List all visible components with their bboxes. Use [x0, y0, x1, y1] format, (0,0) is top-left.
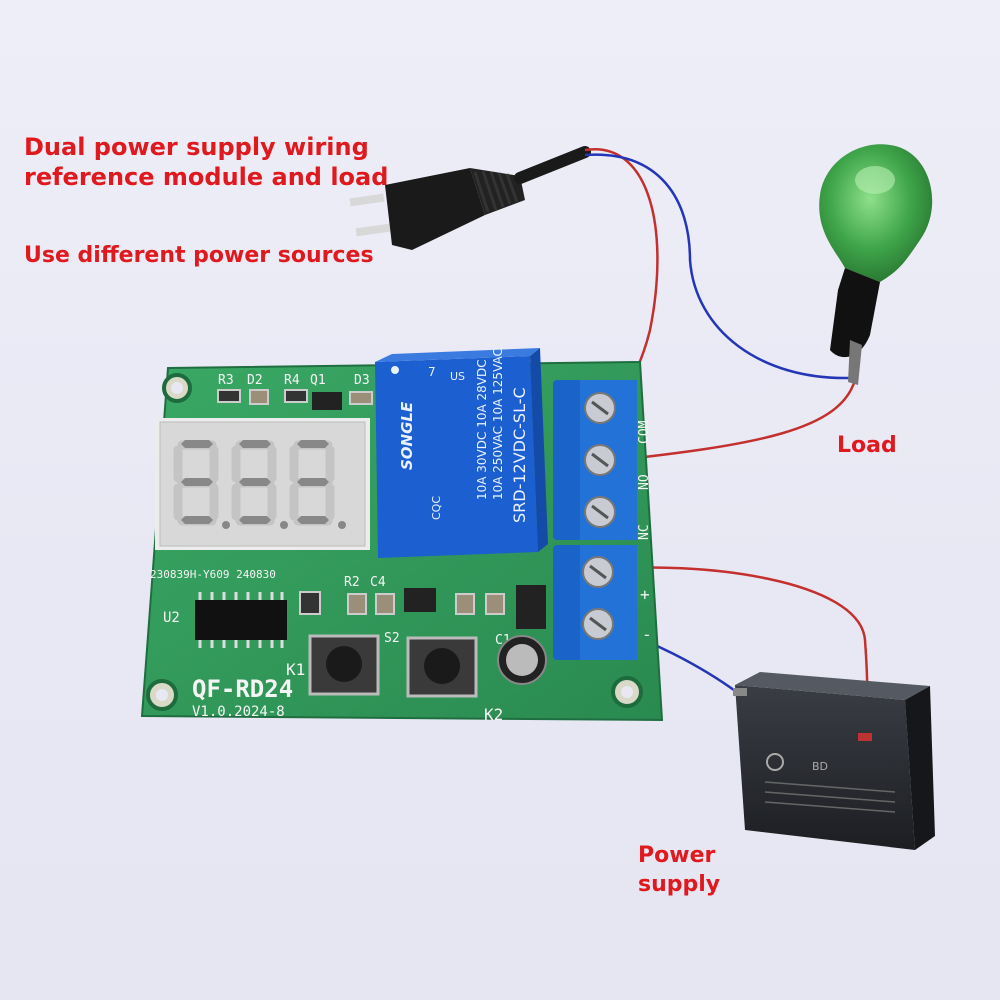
svg-text:R3: R3: [218, 373, 234, 388]
battery-label: BD: [812, 760, 828, 773]
terminal-label-plus: +: [640, 585, 650, 604]
load-label: Load: [837, 433, 897, 458]
relay-rating-2: 10A 30VDC 10A 28VDC: [475, 359, 489, 500]
terminal-label-minus: -: [642, 625, 652, 644]
diagram-title: Dual power supply wiring reference modul…: [24, 133, 389, 191]
board-version: V1.0.2024-8: [192, 704, 285, 720]
svg-text:D3: D3: [354, 373, 370, 388]
relay-brand: SONGLE: [398, 401, 416, 470]
songle-relay: 10A 250VAC 10A 125VAC 10A 30VDC 10A 28VD…: [375, 348, 548, 558]
svg-text:U2: U2: [163, 610, 180, 626]
relay-rating-1: 10A 250VAC 10A 125VAC: [491, 348, 505, 500]
svg-text:R2: R2: [344, 575, 360, 590]
light-bulb: [819, 144, 933, 385]
button-k1: [308, 634, 380, 696]
power-terminal-block: + -: [553, 545, 652, 660]
svg-text:K2: K2: [484, 705, 503, 724]
button-k2: [406, 636, 478, 698]
power-supply-label: Power supply: [638, 843, 721, 897]
terminal-label-com: COM: [637, 420, 652, 444]
svg-text:D2: D2: [247, 373, 263, 388]
board-model: QF-RD24: [192, 675, 293, 703]
battery: BD: [733, 672, 935, 850]
relay-model: SRD-12VDC-SL-C: [510, 387, 529, 523]
svg-text:C4: C4: [370, 575, 386, 590]
ac-plug: [349, 146, 591, 250]
svg-text:Q1: Q1: [310, 373, 326, 388]
power-source-note: Use different power sources: [24, 243, 374, 268]
board-serial: 230839H-Y609 240830: [150, 568, 276, 581]
svg-text:R4: R4: [284, 373, 300, 388]
terminal-label-nc: NC: [637, 524, 652, 540]
blue-wire-plug-to-bulb: [584, 153, 851, 380]
svg-text:K1: K1: [286, 660, 305, 679]
relay-us-mark: US: [450, 370, 465, 383]
terminal-label-no: NO: [637, 474, 652, 490]
relay-pin: 7: [428, 365, 436, 379]
red-wire-bulb-to-no: [599, 379, 857, 464]
relay-cert: CQC: [430, 496, 443, 520]
relay-terminal-block: COM NO NC: [553, 380, 652, 540]
svg-text:S2: S2: [384, 631, 400, 646]
